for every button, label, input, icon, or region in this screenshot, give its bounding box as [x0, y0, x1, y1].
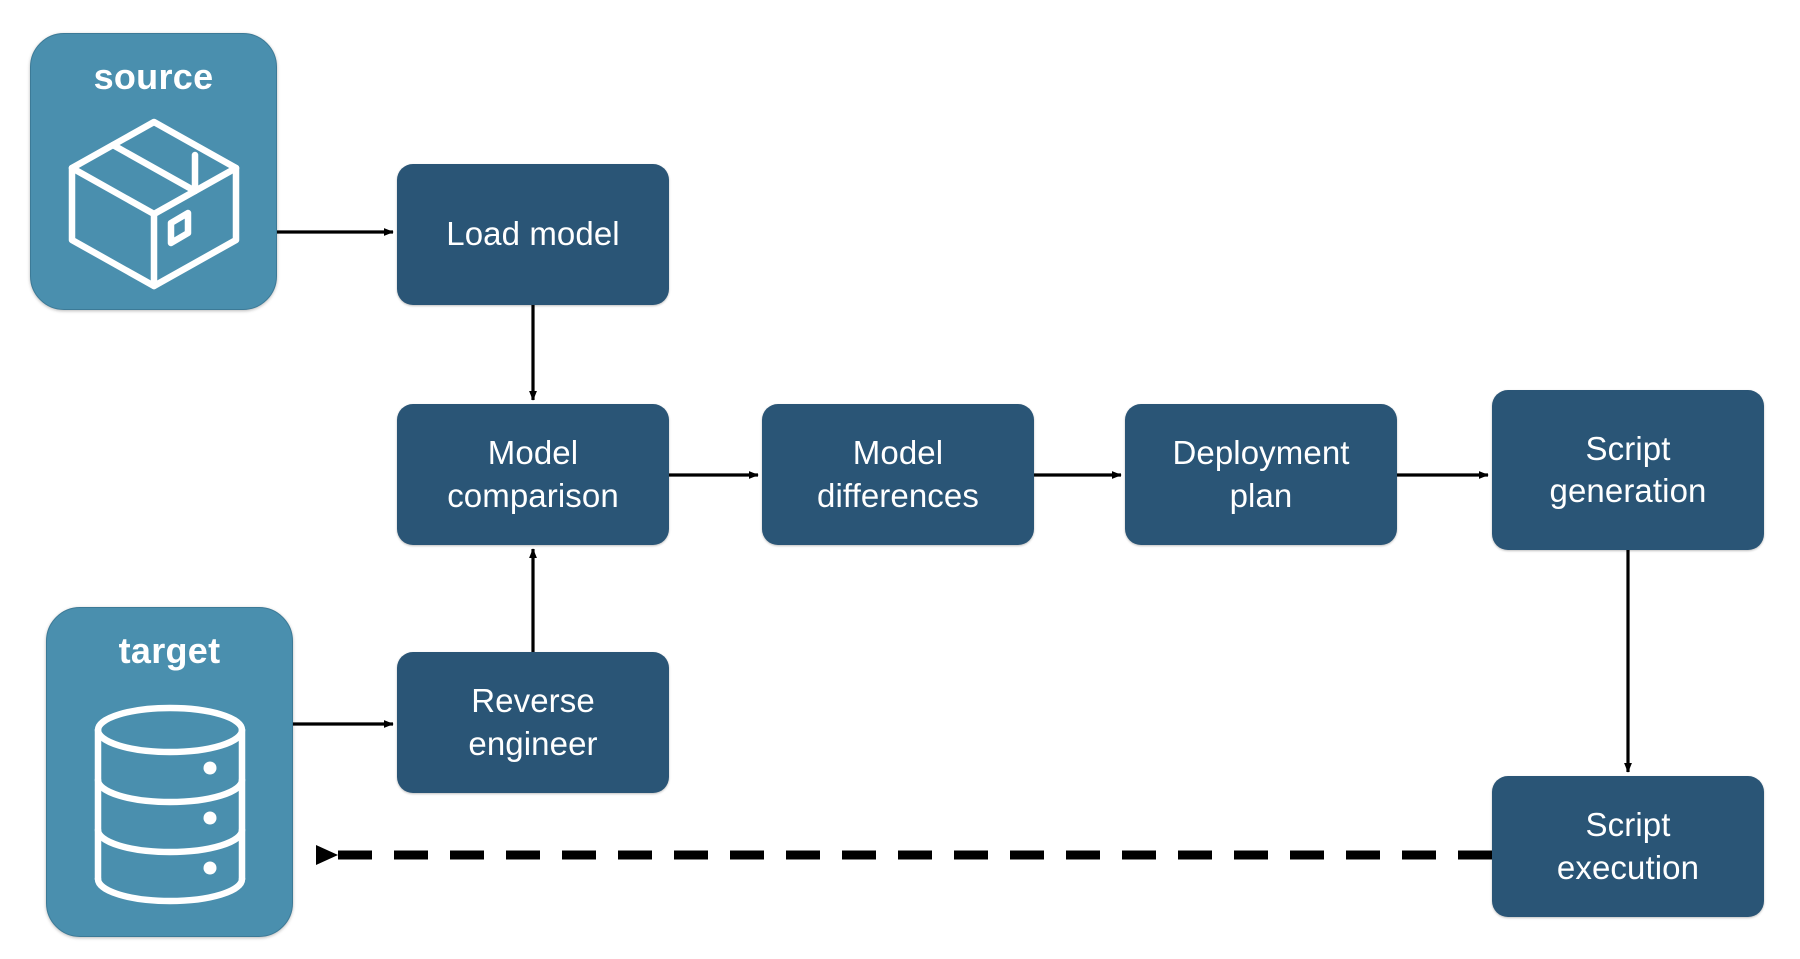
deployment-plan-label: Deployment plan	[1172, 434, 1350, 514]
node-source[interactable]: source	[30, 33, 277, 310]
node-reverse-engineer[interactable]: Reverse engineer	[397, 652, 669, 793]
node-deployment-plan[interactable]: Deployment plan	[1125, 404, 1397, 545]
target-title: target	[118, 630, 221, 671]
source-title: source	[93, 56, 214, 97]
model-differences-label: Model differences	[817, 434, 979, 514]
package-box-icon	[31, 98, 276, 309]
load-model-label: Load model	[446, 215, 620, 253]
node-target[interactable]: target	[46, 607, 293, 937]
database-cylinder-icon	[47, 672, 292, 936]
node-model-comparison[interactable]: Model comparison	[397, 404, 669, 545]
script-execution-label: Script execution	[1556, 806, 1700, 886]
model-comparison-label: Model comparison	[447, 434, 619, 514]
node-model-differences[interactable]: Model differences	[762, 404, 1034, 545]
node-load-model[interactable]: Load model	[397, 164, 669, 305]
node-script-generation[interactable]: Script generation	[1492, 390, 1764, 550]
script-generation-label: Script generation	[1549, 429, 1707, 509]
node-script-execution[interactable]: Script execution	[1492, 776, 1764, 917]
reverse-engineer-label: Reverse engineer	[468, 682, 598, 762]
